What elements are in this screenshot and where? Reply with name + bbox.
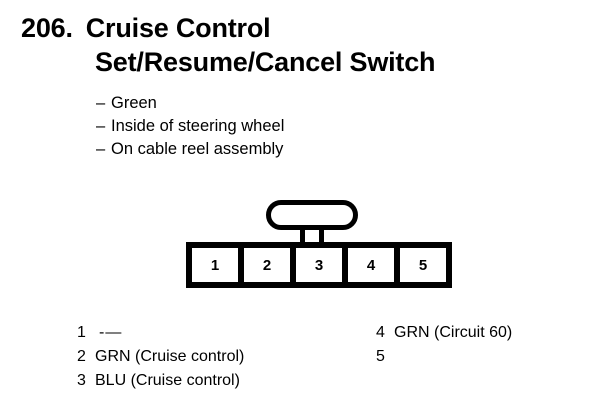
- title-text-primary: Cruise Control: [85, 13, 271, 43]
- connector-cavity-2: 2: [244, 248, 290, 282]
- list-item: – Green: [96, 92, 516, 115]
- dash-icon: –: [96, 117, 106, 135]
- pin-legend-left-column: 1 -— 2 GRN (Cruise control) 3 BLU (Cruis…: [77, 321, 367, 393]
- connector-diagram: 1 2 3 4 5: [186, 200, 452, 288]
- cavity-number: 5: [418, 256, 428, 274]
- list-item-label: Green: [111, 94, 157, 112]
- legend-pin-description: -—: [99, 324, 123, 341]
- list-item-label: Inside of steering wheel: [111, 117, 285, 135]
- connector-cavity-4: 4: [348, 248, 394, 282]
- cavity-number: 2: [262, 256, 272, 274]
- legend-pin-number: 5: [376, 348, 385, 365]
- connector-cavity-5: 5: [400, 248, 446, 282]
- legend-row-pin-4: 4 GRN (Circuit 60): [376, 321, 596, 345]
- dash-icon: –: [96, 140, 106, 158]
- legend-row-pin-3: 3 BLU (Cruise control): [77, 369, 367, 393]
- title-line-1: 206. Cruise Control: [21, 11, 587, 45]
- cavity-number: 3: [314, 256, 324, 274]
- legend-pin-number: 2: [77, 348, 86, 365]
- legend-row-pin-5: 5: [376, 345, 596, 369]
- legend-pin-number: 3: [77, 372, 86, 389]
- pin-legend-right-column: 4 GRN (Circuit 60) 5: [376, 321, 596, 369]
- descriptor-list: – Green – Inside of steering wheel – On …: [96, 92, 516, 161]
- list-item: – Inside of steering wheel: [96, 115, 516, 138]
- page-title: 206. Cruise Control Set/Resume/Cancel Sw…: [21, 11, 587, 79]
- section-number: 206.: [21, 13, 73, 43]
- legend-pin-description: GRN (Circuit 60): [394, 324, 513, 341]
- connector-cavity-3: 3: [296, 248, 342, 282]
- list-item-label: On cable reel assembly: [111, 140, 284, 158]
- legend-pin-description: BLU (Cruise control): [95, 372, 240, 389]
- connector-cavity-1: 1: [192, 248, 238, 282]
- list-item: – On cable reel assembly: [96, 138, 516, 161]
- locking-tab-icon: [266, 200, 358, 230]
- connector-body: 1 2 3 4 5: [186, 242, 452, 288]
- legend-row-pin-2: 2 GRN (Cruise control): [77, 345, 367, 369]
- cavity-number: 4: [366, 256, 376, 274]
- dash-icon: –: [96, 94, 106, 112]
- cavity-number: 1: [210, 256, 220, 274]
- title-line-2: Set/Resume/Cancel Switch: [95, 47, 436, 77]
- legend-pin-number: 4: [376, 324, 385, 341]
- legend-pin-number: 1: [77, 324, 86, 341]
- legend-row-pin-1: 1 -—: [77, 321, 367, 345]
- legend-pin-description: GRN (Cruise control): [95, 348, 245, 365]
